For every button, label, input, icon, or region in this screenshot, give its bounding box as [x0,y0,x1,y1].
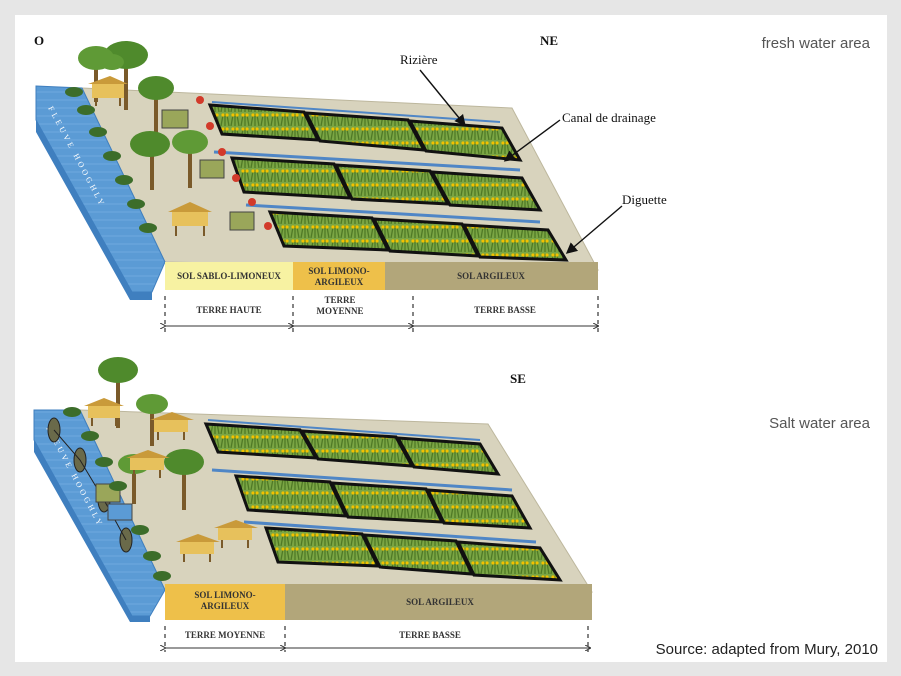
soil-band-label: SOL ARGILEUX [457,271,525,281]
bottom-village [63,357,258,581]
palm-tree-icon [136,394,168,446]
paddy [395,436,501,476]
paddy [233,474,349,518]
zone-label: MOYENNE [317,306,364,316]
paddy [203,422,319,460]
pond [229,211,255,231]
flower-icon [196,96,272,230]
arrow-icon [419,69,466,127]
pond [161,109,189,129]
zone-label: TERRE MOYENNE [185,630,265,640]
palm-tree-icon [172,130,208,188]
soil-band-clay [285,584,592,620]
zone-label: TERRE BASSE [399,630,461,640]
paddy [329,481,445,524]
callout-diguette: Diguette [622,192,667,207]
drainage-canal [211,101,501,123]
drainage-canal [245,203,541,224]
paddy [407,119,523,162]
palm-tree-icon [138,76,174,134]
stilt-house-icon [126,450,170,478]
soil-band-label: SOL ARGILEUX [406,597,474,607]
soil-band-label: ARGILEUX [315,277,364,287]
bottom-soil-bands: SOL LIMONO- ARGILEUX SOL ARGILEUX [165,584,592,620]
zone-label: TERRE BASSE [474,305,536,315]
callout-riziere: Rizière [400,52,438,67]
corner-label-left: O [34,33,44,48]
paddy [425,488,533,530]
soil-band-sandy-loam [165,262,293,290]
soil-band-label: ARGILEUX [201,601,250,611]
stilt-house-icon [84,398,124,426]
top-diagram: FLEUVE HOOGHLY [34,33,871,332]
stilt-house-icon [176,534,220,562]
drainage-canal [243,520,537,544]
zone-label: TERRE [324,295,355,305]
stilt-house-icon [150,412,194,440]
soil-band-label: SOL LIMONO- [308,266,369,276]
corner-label-right: SE [510,371,526,386]
shrubs [65,87,157,233]
pond [199,159,225,179]
soil-band-label: SOL SABLO-LIMONEUX [177,271,281,281]
area-title-fresh: fresh water area [762,35,871,52]
shrubs [63,407,171,581]
paddy [229,156,353,200]
stilt-house-icon [214,520,258,548]
palm-tree-icon [98,357,138,428]
bottom-diagram: FLEUVE HOOGHLY [33,357,871,652]
zone-label: TERRE HAUTE [196,305,261,315]
paddy [461,223,569,262]
paddy [263,526,381,568]
bottom-zone-scale: TERRE MOYENNE TERRE BASSE [165,626,590,652]
soil-band-label: SOL LIMONO- [194,590,255,600]
palm-tree-icon [164,449,204,510]
bottom-paddies [203,419,563,582]
paddy [429,170,543,212]
soil-band-loam-clay [293,262,385,290]
drainage-canal [207,419,481,441]
stilt-house-icon [168,202,212,236]
paddy [455,540,563,582]
soil-band-loam-clay [165,584,285,620]
palm-tree-icon [130,131,170,190]
arrow-icon [503,119,561,162]
top-village [65,41,272,236]
paddy [267,210,391,252]
soil-band-clay [385,262,598,290]
arrow-icon [565,205,623,254]
area-title-salt: Salt water area [769,415,871,432]
drainage-canal [213,150,521,172]
corner-label-right: NE [540,33,558,48]
top-zone-scale: TERRE HAUTE TERRE MOYENNE TERRE BASSE [165,295,598,332]
top-soil-bands: SOL SABLO-LIMONEUX SOL LIMONO- ARGILEUX … [165,262,598,290]
pond [107,503,133,521]
drainage-canal [211,468,513,492]
source-caption: Source: adapted from Mury, 2010 [656,641,878,658]
stilt-house-icon [88,76,128,106]
top-paddies [207,101,569,262]
callout-canal: Canal de drainage [562,110,656,125]
